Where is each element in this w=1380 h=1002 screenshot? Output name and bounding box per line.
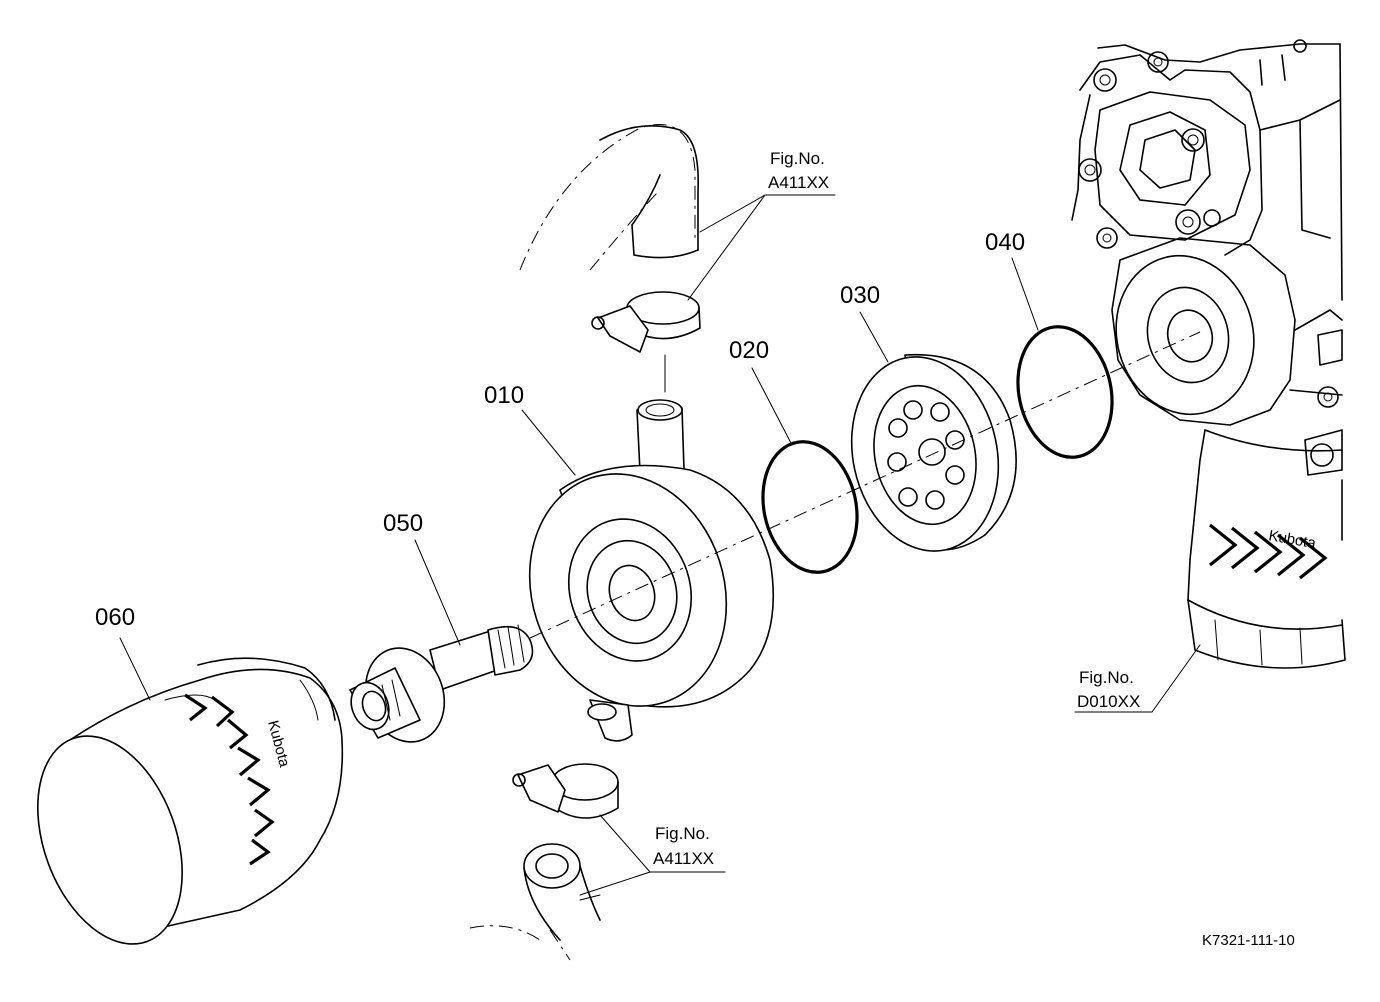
o-ring-020 <box>761 440 859 574</box>
fig-ref-engine-line1: Fig.No. <box>1079 668 1134 687</box>
center-pipe <box>349 624 534 743</box>
oil-cooler <box>528 399 775 742</box>
part-label-020: 020 <box>729 337 769 364</box>
fig-ref-bottom-line2: A411XX <box>653 849 714 868</box>
upper-hose-assembly <box>519 124 701 393</box>
o-ring-040 <box>1016 325 1114 459</box>
fig-ref-bottom-line1: Fig.No. <box>655 824 710 843</box>
engine-block: Kubota <box>1071 39 1346 669</box>
part-label-010: 010 <box>484 382 524 409</box>
drawing-code: K7321-111-10 <box>1202 932 1295 949</box>
oil-filter: Kubota <box>37 657 344 945</box>
fig-ref-top-line1: Fig.No. <box>770 149 825 168</box>
fig-ref-top-line2: A411XX <box>768 173 829 192</box>
assembly-centerline <box>529 331 1201 639</box>
lower-hose-assembly <box>469 763 619 961</box>
part-label-060: 060 <box>95 604 135 631</box>
fig-ref-engine-line2: D010XX <box>1077 692 1140 711</box>
spacer-plate <box>850 353 1017 552</box>
part-label-040: 040 <box>985 229 1025 256</box>
leader-lines <box>119 194 1201 896</box>
part-label-050: 050 <box>383 510 423 537</box>
part-label-030: 030 <box>840 282 880 309</box>
